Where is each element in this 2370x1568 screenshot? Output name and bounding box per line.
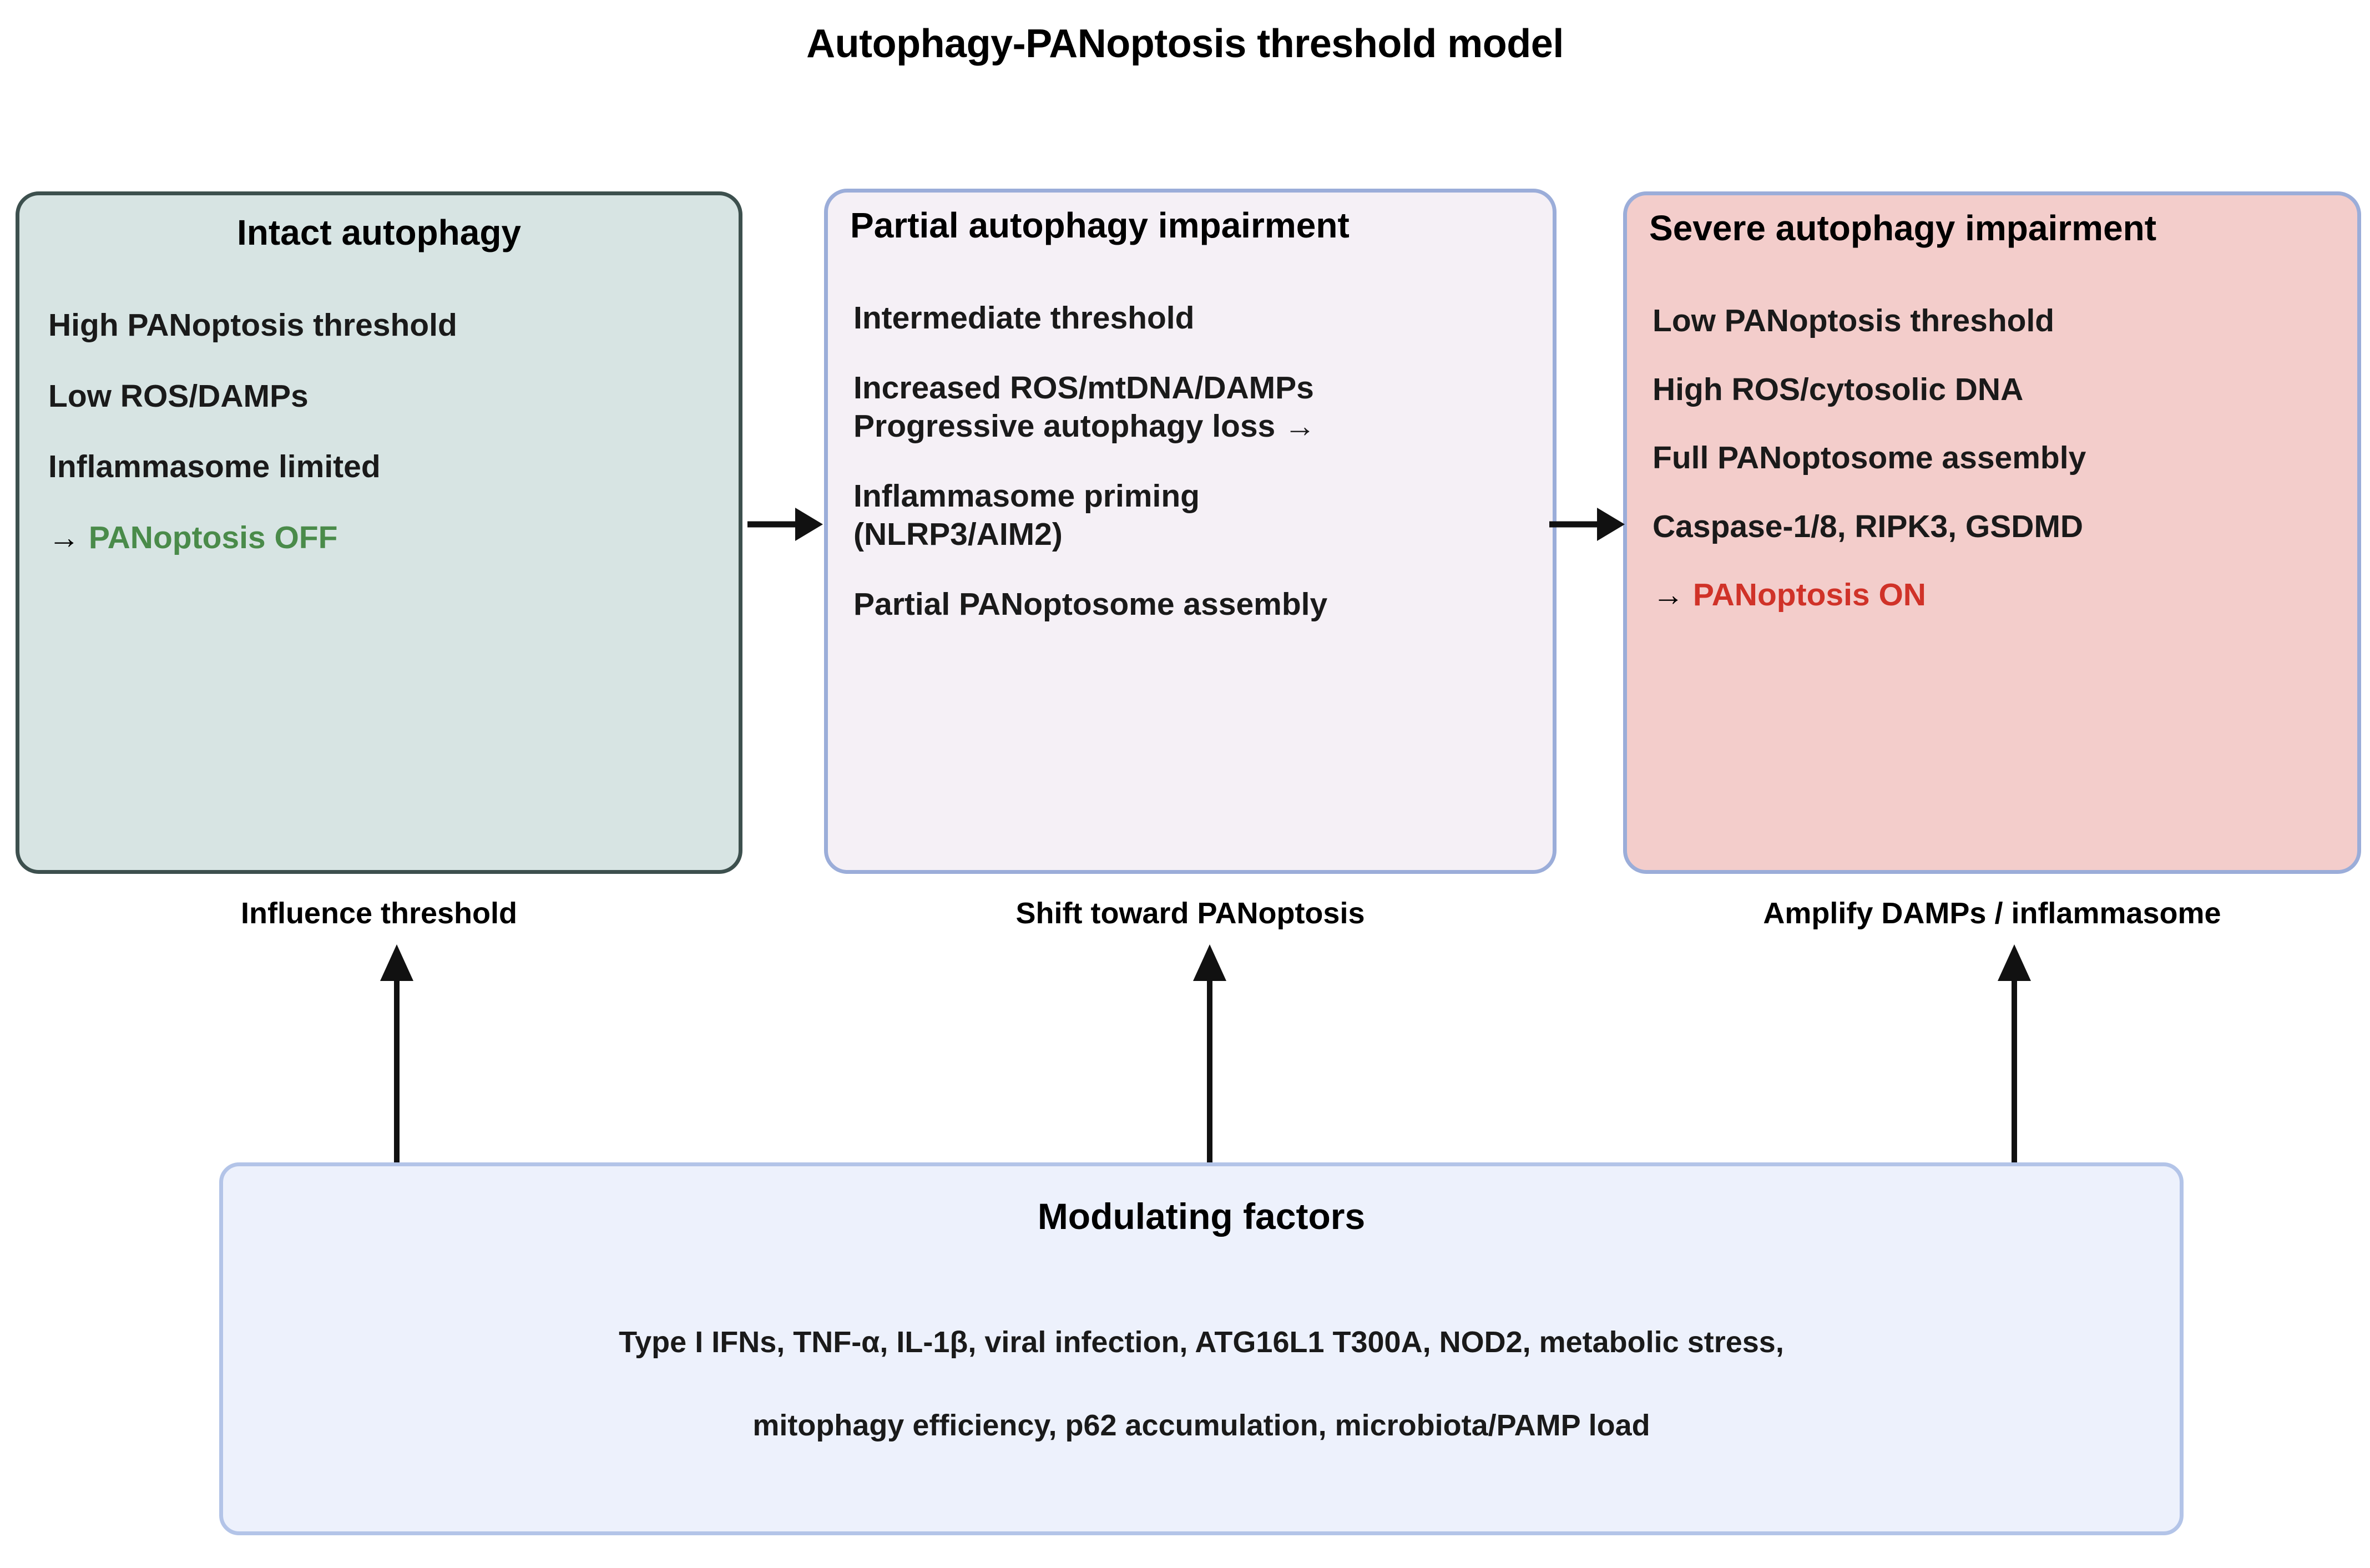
- stage-body-partial-impairment: Intermediate threshold Increased ROS/mtD…: [828, 299, 1553, 655]
- stage-caption-shift-toward-panoptosis: Shift toward PANoptosis: [1015, 897, 1365, 930]
- stage-title-severe-impairment: Severe autophagy impairment: [1649, 208, 2157, 248]
- stage-line: Progressive autophagy loss →: [853, 408, 1316, 444]
- arrow-right-glyph-icon: →: [1653, 577, 1684, 613]
- stage-outcome-intact-autophagy: → PANoptosis OFF: [48, 519, 739, 558]
- stage-line: Low ROS/DAMPs: [48, 378, 309, 414]
- stage-title-intact-autophagy: Intact autophagy: [236, 213, 522, 252]
- stage-line: High ROS/cytosolic DNA: [1653, 371, 2024, 407]
- stage-box-severe-impairment: Severe autophagy impairment Low PANoptos…: [1623, 191, 2361, 874]
- stage-body-severe-impairment: Low PANoptosis threshold High ROS/cytoso…: [1627, 302, 2357, 645]
- stage-body-intact-autophagy: High PANoptosis threshold Low ROS/DAMPs …: [19, 306, 739, 589]
- stage-line: High PANoptosis threshold: [48, 307, 457, 343]
- stage-line: Caspase-1/8, RIPK3, GSDMD: [1653, 508, 2084, 544]
- arrow-up-modulating-to-partial-icon: [1176, 943, 1243, 1165]
- arrow-right-glyph-icon: →: [48, 519, 80, 555]
- arrow-right-intact-to-partial-icon: [746, 491, 824, 558]
- stage-caption-influence-threshold: Influence threshold: [240, 897, 518, 930]
- modulating-factors-line: Type I IFNs, TNF-α, IL-1β, viral infecti…: [619, 1326, 1784, 1359]
- stage-line: Partial PANoptosome assembly: [853, 586, 1328, 622]
- modulating-factors-box: Modulating factors Type I IFNs, TNF-α, I…: [219, 1162, 2184, 1535]
- figure-title: Autophagy-PANoptosis threshold model: [806, 22, 1564, 66]
- stage-line: Inflammasome priming: [853, 478, 1200, 514]
- modulating-factors-title: Modulating factors: [1037, 1196, 1366, 1237]
- stage-title-partial-impairment: Partial autophagy impairment: [850, 205, 1350, 245]
- stage-line: Increased ROS/mtDNA/DAMPs: [853, 370, 1314, 406]
- stage-box-intact-autophagy: Intact autophagy High PANoptosis thresho…: [16, 191, 742, 874]
- arrow-up-modulating-to-intact-icon: [363, 943, 430, 1165]
- modulating-factors-line: mitophagy efficiency, p62 accumulation, …: [752, 1409, 1650, 1442]
- stage-line: Full PANoptosome assembly: [1653, 440, 2086, 476]
- stage-caption-amplify-damps: Amplify DAMPs / inflammasome: [1763, 897, 2221, 930]
- stage-line: (NLRP3/AIM2): [853, 517, 1063, 553]
- stage-box-partial-impairment: Partial autophagy impairment Intermediat…: [824, 189, 1557, 874]
- stage-line: Low PANoptosis threshold: [1653, 303, 2055, 338]
- arrow-up-modulating-to-severe-icon: [1981, 943, 2048, 1165]
- arrow-right-partial-to-severe-icon: [1548, 491, 1626, 558]
- panoptosis-status-off: PANoptosis OFF: [88, 519, 338, 555]
- stage-line: Intermediate threshold: [853, 300, 1195, 336]
- stage-line: Inflammasome limited: [48, 449, 381, 485]
- panoptosis-status-on: PANoptosis ON: [1692, 577, 1926, 613]
- stage-outcome-severe-impairment: → PANoptosis ON: [1653, 576, 2357, 615]
